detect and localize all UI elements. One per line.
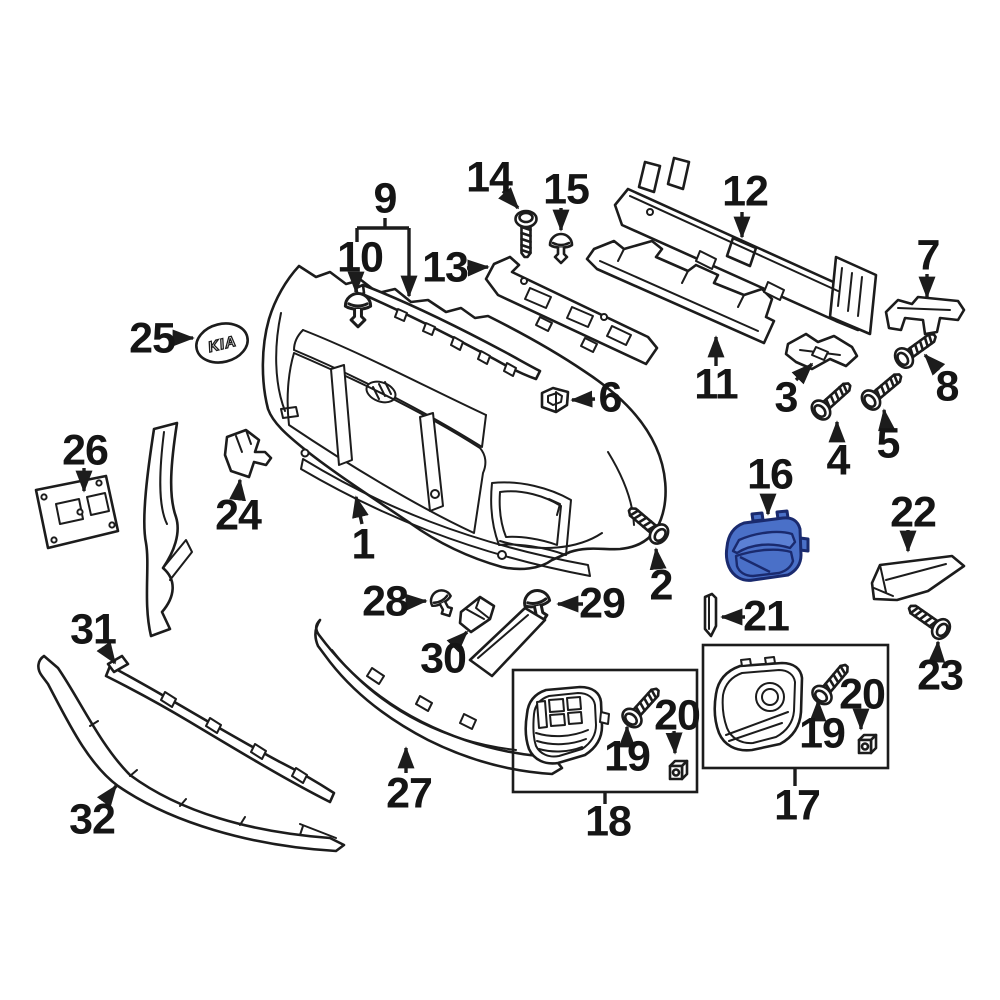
callout-16: 16 — [747, 450, 794, 499]
callout-7: 7 — [916, 231, 941, 280]
part-12-impact-bar — [613, 156, 878, 336]
leader-arrow — [229, 478, 247, 502]
part-1-front-bumper-cover — [261, 264, 667, 577]
callout-20: 20 — [839, 670, 886, 719]
callout-13: 13 — [422, 243, 469, 292]
callout-9: 9 — [373, 174, 398, 223]
leader-arrow — [446, 630, 469, 653]
callout-32: 32 — [69, 795, 116, 844]
callout-27: 27 — [386, 769, 433, 818]
part-25-kia-emblem: KIA — [195, 322, 249, 364]
part-3-bracket — [784, 332, 859, 371]
part-27-side-end-cap — [143, 421, 193, 638]
callout-3: 3 — [774, 373, 799, 422]
part-16-fog-bezel-highlighted — [724, 509, 810, 582]
part-18-fog-cover — [524, 685, 610, 765]
leader-arrow — [570, 390, 596, 408]
callout-18: 18 — [585, 797, 632, 846]
callout-1: 1 — [351, 520, 376, 569]
leader-arrow — [96, 641, 117, 665]
part-32-air-deflector — [37, 654, 346, 853]
callout-24: 24 — [215, 491, 262, 540]
callout-5: 5 — [876, 419, 901, 468]
leader-arrow — [665, 730, 683, 755]
callout-22: 22 — [890, 488, 937, 537]
leader-arrow — [96, 784, 118, 808]
callout-10: 10 — [337, 233, 384, 282]
part-7-bracket — [884, 295, 966, 336]
trim-fragment — [468, 606, 547, 678]
part-17-fog-bezel — [713, 656, 804, 752]
leader-arrow — [878, 408, 895, 432]
kia-badge-text: KIA — [206, 333, 238, 356]
part-24-bracket — [223, 428, 273, 479]
callout-2: 2 — [649, 561, 674, 610]
callout-26: 26 — [62, 426, 109, 475]
callout-19: 19 — [799, 709, 846, 758]
part-31-lower-strip — [104, 654, 336, 804]
part-21-pin — [703, 592, 718, 638]
leader-arrow — [791, 362, 814, 385]
callout-17: 17 — [774, 781, 821, 830]
part-6-clip — [540, 386, 570, 414]
callout-11: 11 — [694, 360, 738, 409]
leader-arrow — [498, 187, 520, 210]
leader-arrow — [923, 353, 946, 376]
part-30-bracket — [458, 595, 496, 634]
callout-28: 28 — [362, 577, 409, 626]
callout-15: 15 — [543, 165, 590, 214]
callout-12: 12 — [722, 167, 769, 216]
callout-31: 31 — [70, 605, 117, 654]
leader-arrow — [405, 593, 428, 611]
callout-20: 20 — [654, 691, 701, 740]
callout-19: 19 — [604, 732, 651, 781]
callout-21: 21 — [743, 592, 790, 641]
leader-arrow — [352, 495, 369, 525]
part-13-sight-shield — [484, 255, 659, 366]
callout-29: 29 — [579, 579, 626, 628]
callout-6: 6 — [598, 373, 623, 422]
callout-23: 23 — [917, 651, 964, 700]
callout-30: 30 — [420, 634, 467, 683]
part-11-energy-absorber — [585, 239, 776, 345]
leader-arrow — [466, 259, 490, 277]
callout-25: 25 — [129, 314, 176, 363]
leader-arrow — [928, 640, 946, 663]
callout-4: 4 — [826, 436, 851, 485]
part-22-corner-bracket — [870, 554, 966, 602]
callout-8: 8 — [935, 362, 960, 411]
leader-arrow — [649, 547, 667, 571]
callout-14: 14 — [466, 153, 513, 202]
